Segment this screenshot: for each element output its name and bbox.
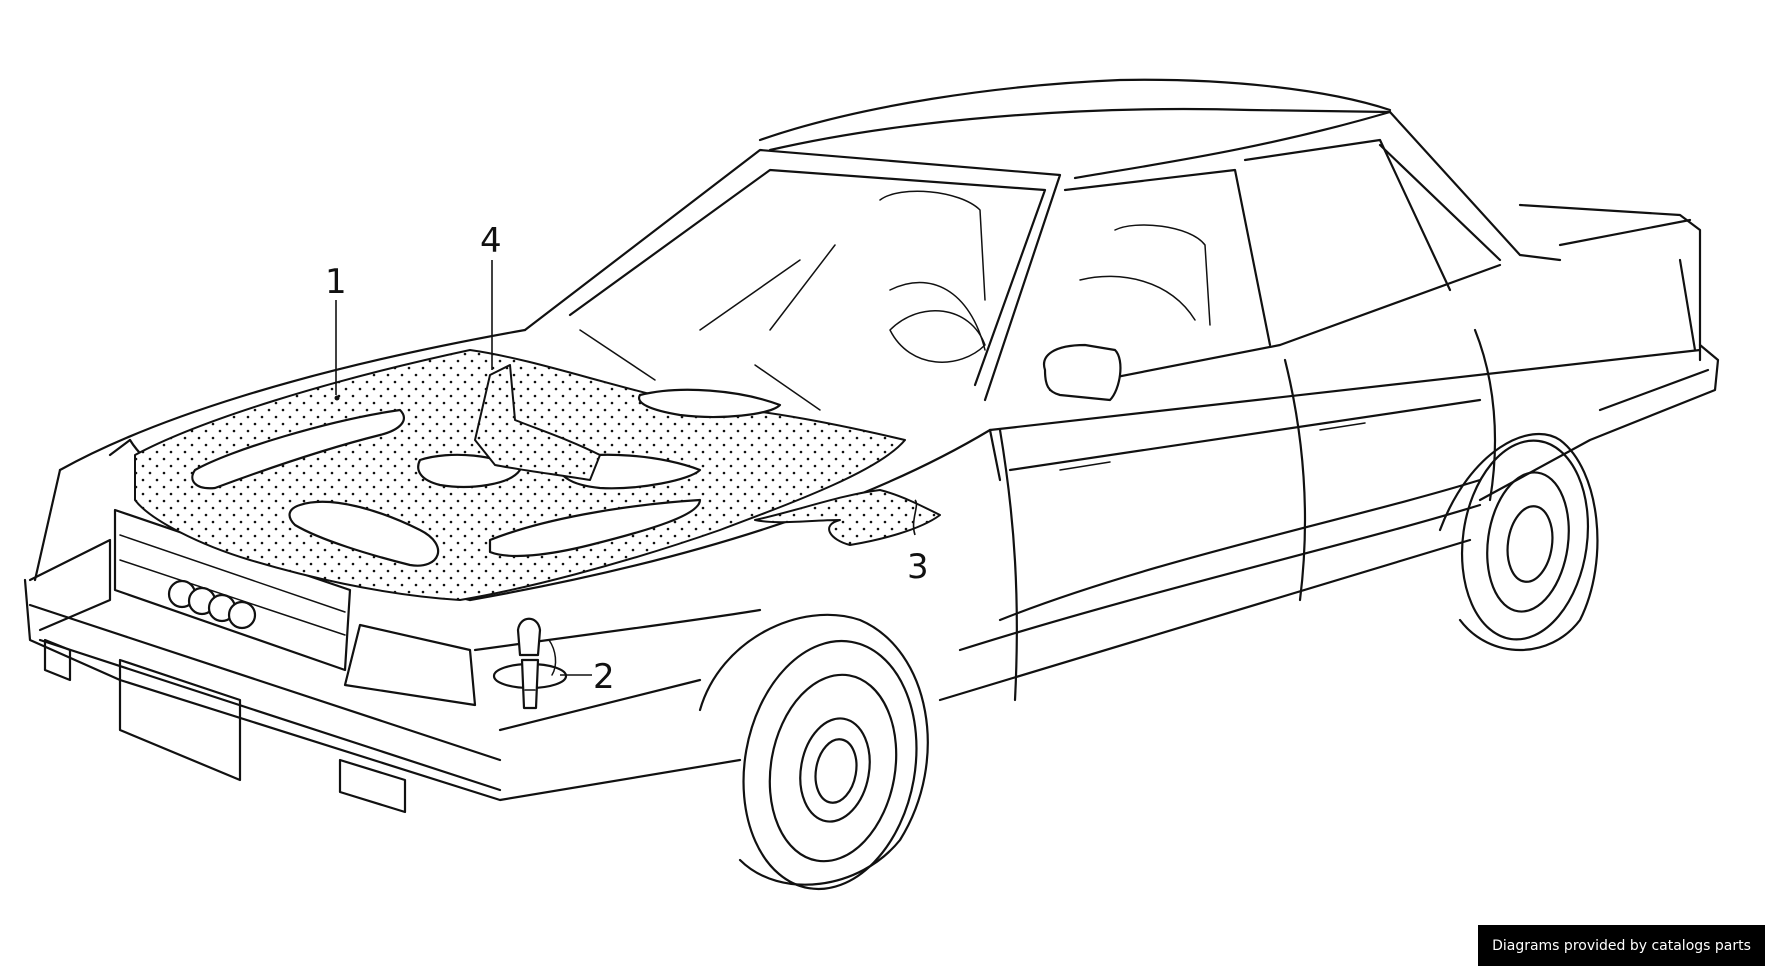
front-wheel	[698, 613, 929, 891]
hood-bracket	[474, 364, 601, 481]
callout-3-label: 3	[907, 547, 929, 587]
hood-insulation-pad	[134, 349, 906, 601]
retaining-clip	[492, 617, 568, 710]
callout-1-label: 1	[325, 262, 347, 302]
callout-4-label: 4	[480, 221, 502, 261]
watermark-credit: Diagrams provided by catalogs parts	[1478, 925, 1765, 966]
car-body	[523, 78, 1720, 702]
callouts: 1 2 3 4	[325, 221, 929, 697]
rear-wheel	[1438, 432, 1599, 651]
callout-2-label: 2	[593, 657, 615, 697]
fender-pad	[754, 489, 941, 546]
